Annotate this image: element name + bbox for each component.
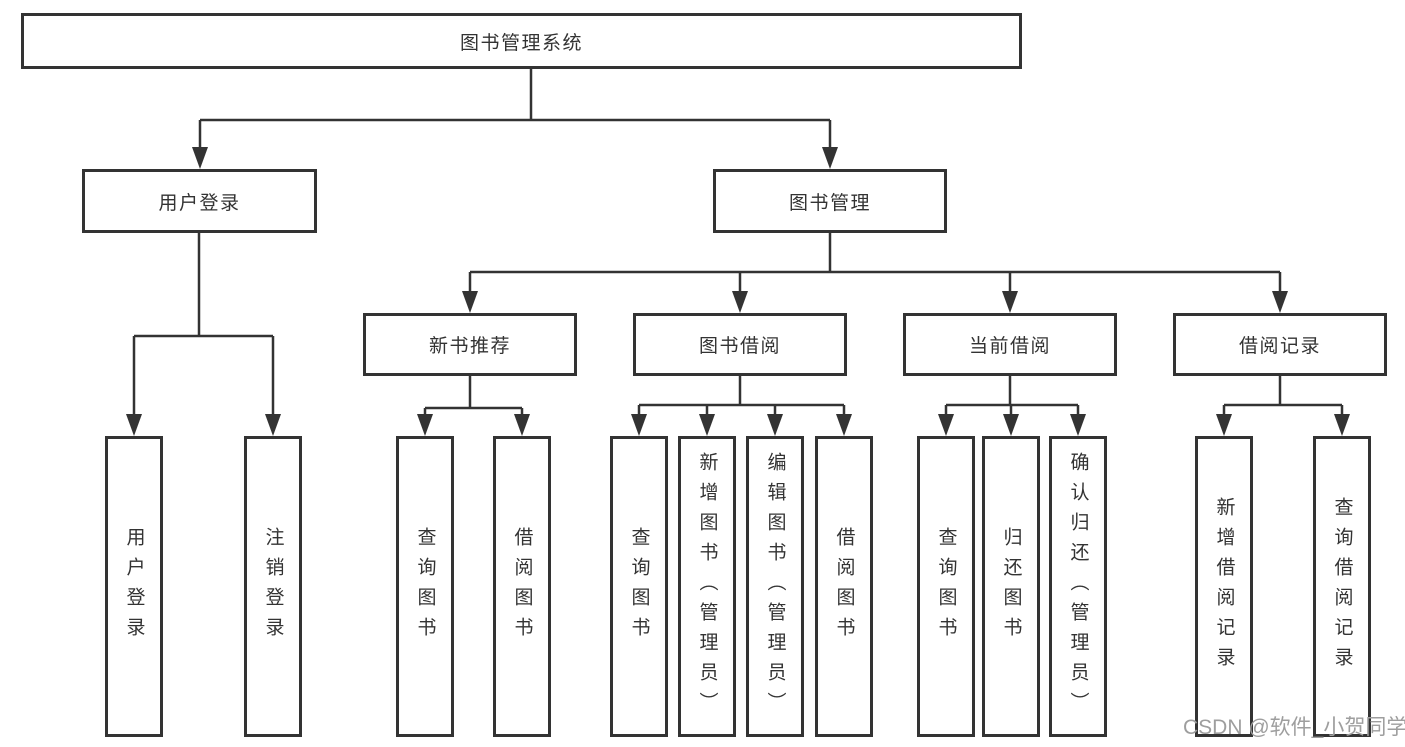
leaf-confirm-return-admin: 确认归还（管理员） xyxy=(1049,436,1107,737)
node-library-system-label: 图书管理系统 xyxy=(459,32,583,54)
node-new-book-recommend: 新书推荐 xyxy=(363,313,577,376)
leaf-recommend-borrow-books: 借阅图书 xyxy=(493,436,551,737)
leaf-logout-label: 注销登录 xyxy=(262,526,284,647)
leaf-borrow-books-label: 借阅图书 xyxy=(833,526,855,647)
leaf-borrow-books: 借阅图书 xyxy=(815,436,873,737)
node-user-login: 用户登录 xyxy=(82,169,317,233)
node-current-borrow: 当前借阅 xyxy=(903,313,1117,376)
arrowheads xyxy=(126,147,1350,436)
leaf-add-books-admin-label: 新增图书（管理员） xyxy=(696,451,718,722)
node-book-management: 图书管理 xyxy=(713,169,947,233)
node-borrow-records-label: 借阅记录 xyxy=(1238,336,1321,357)
node-new-book-recommend-label: 新书推荐 xyxy=(428,336,511,357)
leaf-query-borrow-record-label: 查询借阅记录 xyxy=(1331,496,1353,677)
leaf-edit-books-admin-label: 编辑图书（管理员） xyxy=(764,451,786,722)
leaf-add-borrow-record: 新增借阅记录 xyxy=(1195,436,1253,737)
leaf-recommend-borrow-books-label: 借阅图书 xyxy=(511,526,533,647)
leaf-confirm-return-admin-label: 确认归还（管理员） xyxy=(1067,451,1089,722)
leaf-user-login: 用户登录 xyxy=(105,436,163,737)
leaf-current-query-books-label: 查询图书 xyxy=(935,526,957,647)
leaf-logout: 注销登录 xyxy=(244,436,302,737)
leaf-borrow-query-books-label: 查询图书 xyxy=(628,526,650,647)
node-book-management-label: 图书管理 xyxy=(788,192,871,214)
leaf-query-borrow-record: 查询借阅记录 xyxy=(1313,436,1371,737)
node-current-borrow-label: 当前借阅 xyxy=(968,336,1051,357)
leaf-add-books-admin: 新增图书（管理员） xyxy=(678,436,736,737)
csdn-watermark: CSDN @软件_小贺同学 xyxy=(1183,716,1405,739)
node-borrow-records: 借阅记录 xyxy=(1173,313,1387,376)
leaf-user-login-label: 用户登录 xyxy=(123,526,145,647)
node-book-borrow-label: 图书借阅 xyxy=(698,336,781,357)
leaf-return-books: 归还图书 xyxy=(982,436,1040,737)
leaf-edit-books-admin: 编辑图书（管理员） xyxy=(746,436,804,737)
node-user-login-label: 用户登录 xyxy=(158,192,241,214)
leaf-add-borrow-record-label: 新增借阅记录 xyxy=(1213,496,1235,677)
leaf-current-query-books: 查询图书 xyxy=(917,436,975,737)
leaf-recommend-query-books-label: 查询图书 xyxy=(414,526,436,647)
leaf-return-books-label: 归还图书 xyxy=(1000,526,1022,647)
leaf-borrow-query-books: 查询图书 xyxy=(610,436,668,737)
node-library-system: 图书管理系统 xyxy=(21,13,1022,69)
leaf-recommend-query-books: 查询图书 xyxy=(396,436,454,737)
node-book-borrow: 图书借阅 xyxy=(633,313,847,376)
